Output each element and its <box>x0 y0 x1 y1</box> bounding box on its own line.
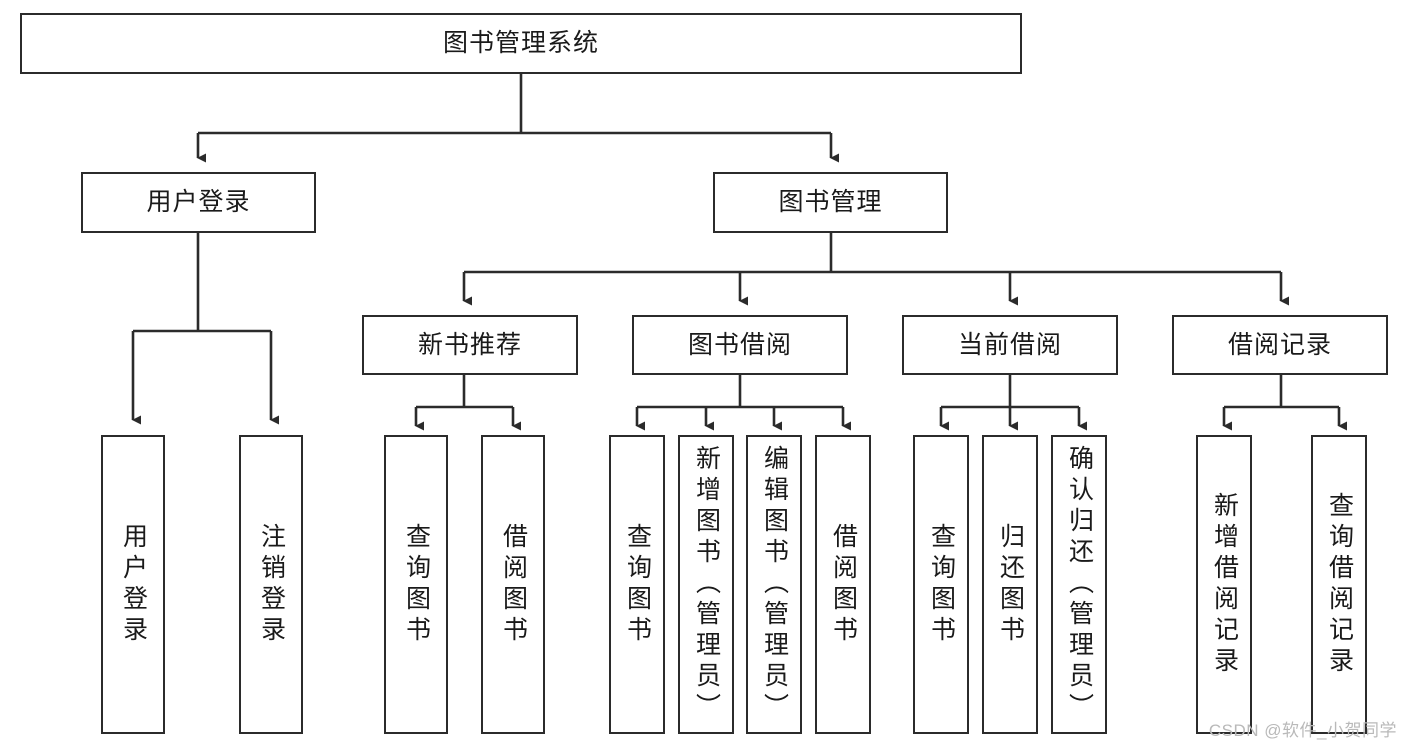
node-borrow-record[interactable]: 借阅记录 <box>1172 315 1388 375</box>
leaf-record-query-record[interactable]: 查询借阅记录 <box>1311 435 1367 734</box>
node-label: 查询借阅记录 <box>1325 491 1354 678</box>
leaf-new-book-borrow[interactable]: 借阅图书 <box>481 435 545 734</box>
node-label: 用户登录 <box>119 522 148 647</box>
node-label: 查询图书 <box>623 522 652 647</box>
node-label: 图书借阅 <box>687 330 792 359</box>
node-label: 新增借阅记录 <box>1210 491 1239 678</box>
node-label: 图书管理 <box>778 188 883 216</box>
node-label: 用户登录 <box>146 188 251 216</box>
leaf-user-login-logout[interactable]: 注销登录 <box>239 435 303 734</box>
leaf-current-return-book[interactable]: 归还图书 <box>982 435 1038 734</box>
leaf-current-confirm-return-admin[interactable]: 确认归还（管理员） <box>1051 435 1107 734</box>
node-root-book-management-system[interactable]: 图书管理系统 <box>20 13 1022 74</box>
node-label: 编辑图书（管理员） <box>760 445 789 724</box>
node-label: 图书管理系统 <box>442 29 599 57</box>
leaf-current-query-book[interactable]: 查询图书 <box>913 435 969 734</box>
leaf-borrow-edit-book-admin[interactable]: 编辑图书（管理员） <box>746 435 802 734</box>
leaf-borrow-query-book[interactable]: 查询图书 <box>609 435 665 734</box>
node-label: 确认归还（管理员） <box>1065 445 1094 724</box>
node-new-book-recommend[interactable]: 新书推荐 <box>362 315 578 375</box>
node-label: 新书推荐 <box>417 330 522 359</box>
node-current-borrow[interactable]: 当前借阅 <box>902 315 1118 375</box>
node-book-borrow[interactable]: 图书借阅 <box>632 315 848 375</box>
node-label: 归还图书 <box>996 522 1025 647</box>
node-label: 当前借阅 <box>957 330 1062 359</box>
leaf-user-login-login[interactable]: 用户登录 <box>101 435 165 734</box>
node-label: 新增图书（管理员） <box>692 445 721 724</box>
node-label: 查询图书 <box>402 522 431 647</box>
node-user-login[interactable]: 用户登录 <box>81 172 316 233</box>
node-label: 借阅图书 <box>829 522 858 647</box>
leaf-borrow-add-book-admin[interactable]: 新增图书（管理员） <box>678 435 734 734</box>
node-label: 查询图书 <box>927 522 956 647</box>
node-book-management[interactable]: 图书管理 <box>713 172 948 233</box>
node-label: 借阅记录 <box>1227 330 1332 359</box>
leaf-borrow-borrow-book[interactable]: 借阅图书 <box>815 435 871 734</box>
csdn-watermark: CSDN @软件_小贺同学 <box>1208 721 1397 740</box>
leaf-record-add-record[interactable]: 新增借阅记录 <box>1196 435 1252 734</box>
leaf-new-book-query[interactable]: 查询图书 <box>384 435 448 734</box>
node-label: 注销登录 <box>257 522 286 647</box>
node-label: 借阅图书 <box>499 522 528 647</box>
